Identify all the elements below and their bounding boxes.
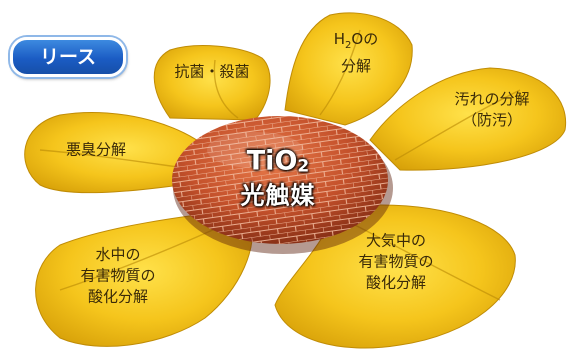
stain-line2: （防汚） (461, 111, 523, 129)
petal-label-odor: 悪臭分解 (66, 140, 126, 161)
water-line2: 分解 (340, 57, 371, 75)
center-label: TiO2 光触媒 (240, 145, 316, 210)
stain-line1: 汚れの分解 (454, 90, 530, 108)
water-harmful-line2: 有害物質の (80, 266, 156, 285)
petal-label-antibacterial: 抗菌・殺菌 (174, 62, 249, 83)
water-harmful-line1: 水中の (95, 245, 141, 264)
odor-text: 悪臭分解 (65, 140, 127, 159)
water-harmful-line3: 酸化分解 (87, 287, 149, 306)
water-h: H (333, 30, 346, 48)
petal-bottom-right (274, 204, 516, 349)
antibacterial-text: 抗菌・殺菌 (174, 62, 250, 81)
air-harmful-line2: 有害物質の (358, 252, 434, 271)
air-harmful-line3: 酸化分解 (365, 273, 427, 292)
tio2-formula: TiO2 (241, 145, 316, 182)
lease-badge: リース (10, 37, 126, 77)
petal-label-water-decomposition: H2Oの 分解 (334, 29, 378, 77)
petal-bottom-left (35, 209, 254, 347)
center-brick-texture (172, 116, 388, 244)
air-harmful-line1: 大気中の (365, 231, 427, 250)
petal-label-air-harmful: 大気中の 有害物質の 酸化分解 (358, 231, 433, 294)
petal-right-upper (369, 67, 567, 171)
water-subscript: 2 (345, 40, 352, 51)
petal-top-left (153, 45, 271, 121)
water-line1: H2Oの (334, 29, 378, 56)
formula-main: TiO (246, 145, 298, 177)
petal-label-water-harmful: 水中の 有害物質の 酸化分解 (80, 245, 155, 308)
petal-top (284, 12, 413, 126)
petal-label-stain: 汚れの分解 （防汚） (454, 89, 529, 131)
formula-subscript: 2 (297, 156, 310, 177)
water-o: Oの (351, 30, 379, 48)
photocatalyst-label: 光触媒 (240, 181, 316, 210)
